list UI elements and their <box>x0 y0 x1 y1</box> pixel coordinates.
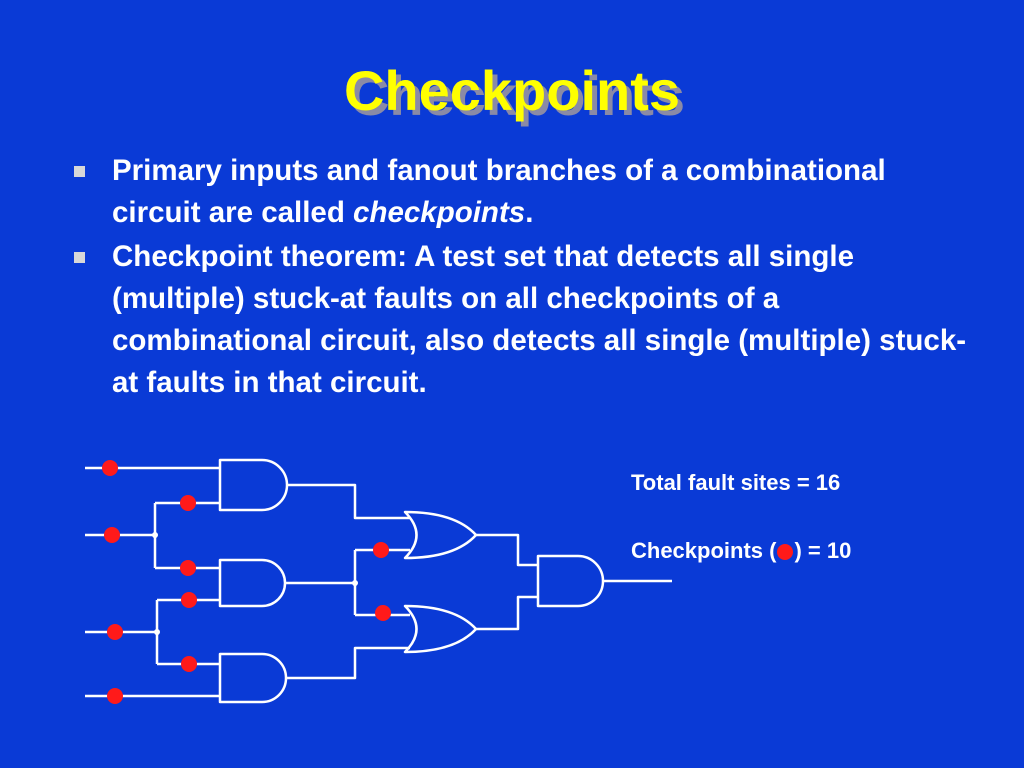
red-dot-icon <box>181 592 197 608</box>
wire-fanout-3 <box>155 598 220 666</box>
wire-fanout-2 <box>153 501 220 570</box>
and-gate-3 <box>218 652 288 704</box>
square-bullet-icon <box>74 166 85 177</box>
red-dot-icon <box>107 624 123 640</box>
bullet-text-end: . <box>525 196 534 229</box>
red-dot-icon <box>104 527 120 543</box>
bullet-item-checkpoint-theorem: Checkpoint theorem: A test set that dete… <box>70 236 970 404</box>
and-gate-2 <box>218 558 287 608</box>
wire-g3-out <box>286 646 410 680</box>
bullet-text: Primary inputs and fanout branches of a … <box>112 154 886 229</box>
slide-title: Checkpoints <box>343 59 681 122</box>
and-gate-1 <box>218 458 289 512</box>
or-gate-1 <box>403 510 478 560</box>
total-fault-sites-note: Total fault sites = 16 <box>631 470 841 495</box>
red-dot-icon <box>180 495 196 511</box>
red-dot-icon <box>373 542 389 558</box>
wire-or2-out <box>476 595 538 631</box>
junction-dot <box>154 629 160 635</box>
bullet-item-checkpoints-definition: Primary inputs and fanout branches of a … <box>70 150 970 234</box>
junction-dot <box>352 580 358 586</box>
junction-dot <box>152 532 158 538</box>
red-dot-icon <box>102 460 118 476</box>
red-dot-icon <box>180 560 196 576</box>
square-bullet-icon <box>74 252 85 263</box>
red-dot-icon <box>181 656 197 672</box>
red-dot-icon <box>107 688 123 704</box>
red-dot-icon <box>777 544 794 560</box>
wire-g1-out <box>287 483 410 520</box>
checkpoints-suffix: ) = 10 <box>794 538 852 563</box>
checkpoints-prefix: Checkpoints ( <box>631 538 777 563</box>
bullet-list: Primary inputs and fanout branches of a … <box>70 150 970 406</box>
and-gate-output <box>536 554 605 608</box>
wire-or1-out <box>476 533 538 567</box>
bullet-emphasis: checkpoints <box>353 196 526 229</box>
or-gate-2 <box>403 604 478 654</box>
bullet-text: Checkpoint theorem: A test set that dete… <box>112 240 967 399</box>
red-dot-icon <box>375 605 391 621</box>
checkpoints-count-note: Checkpoints ( ) = 10 <box>631 538 851 564</box>
